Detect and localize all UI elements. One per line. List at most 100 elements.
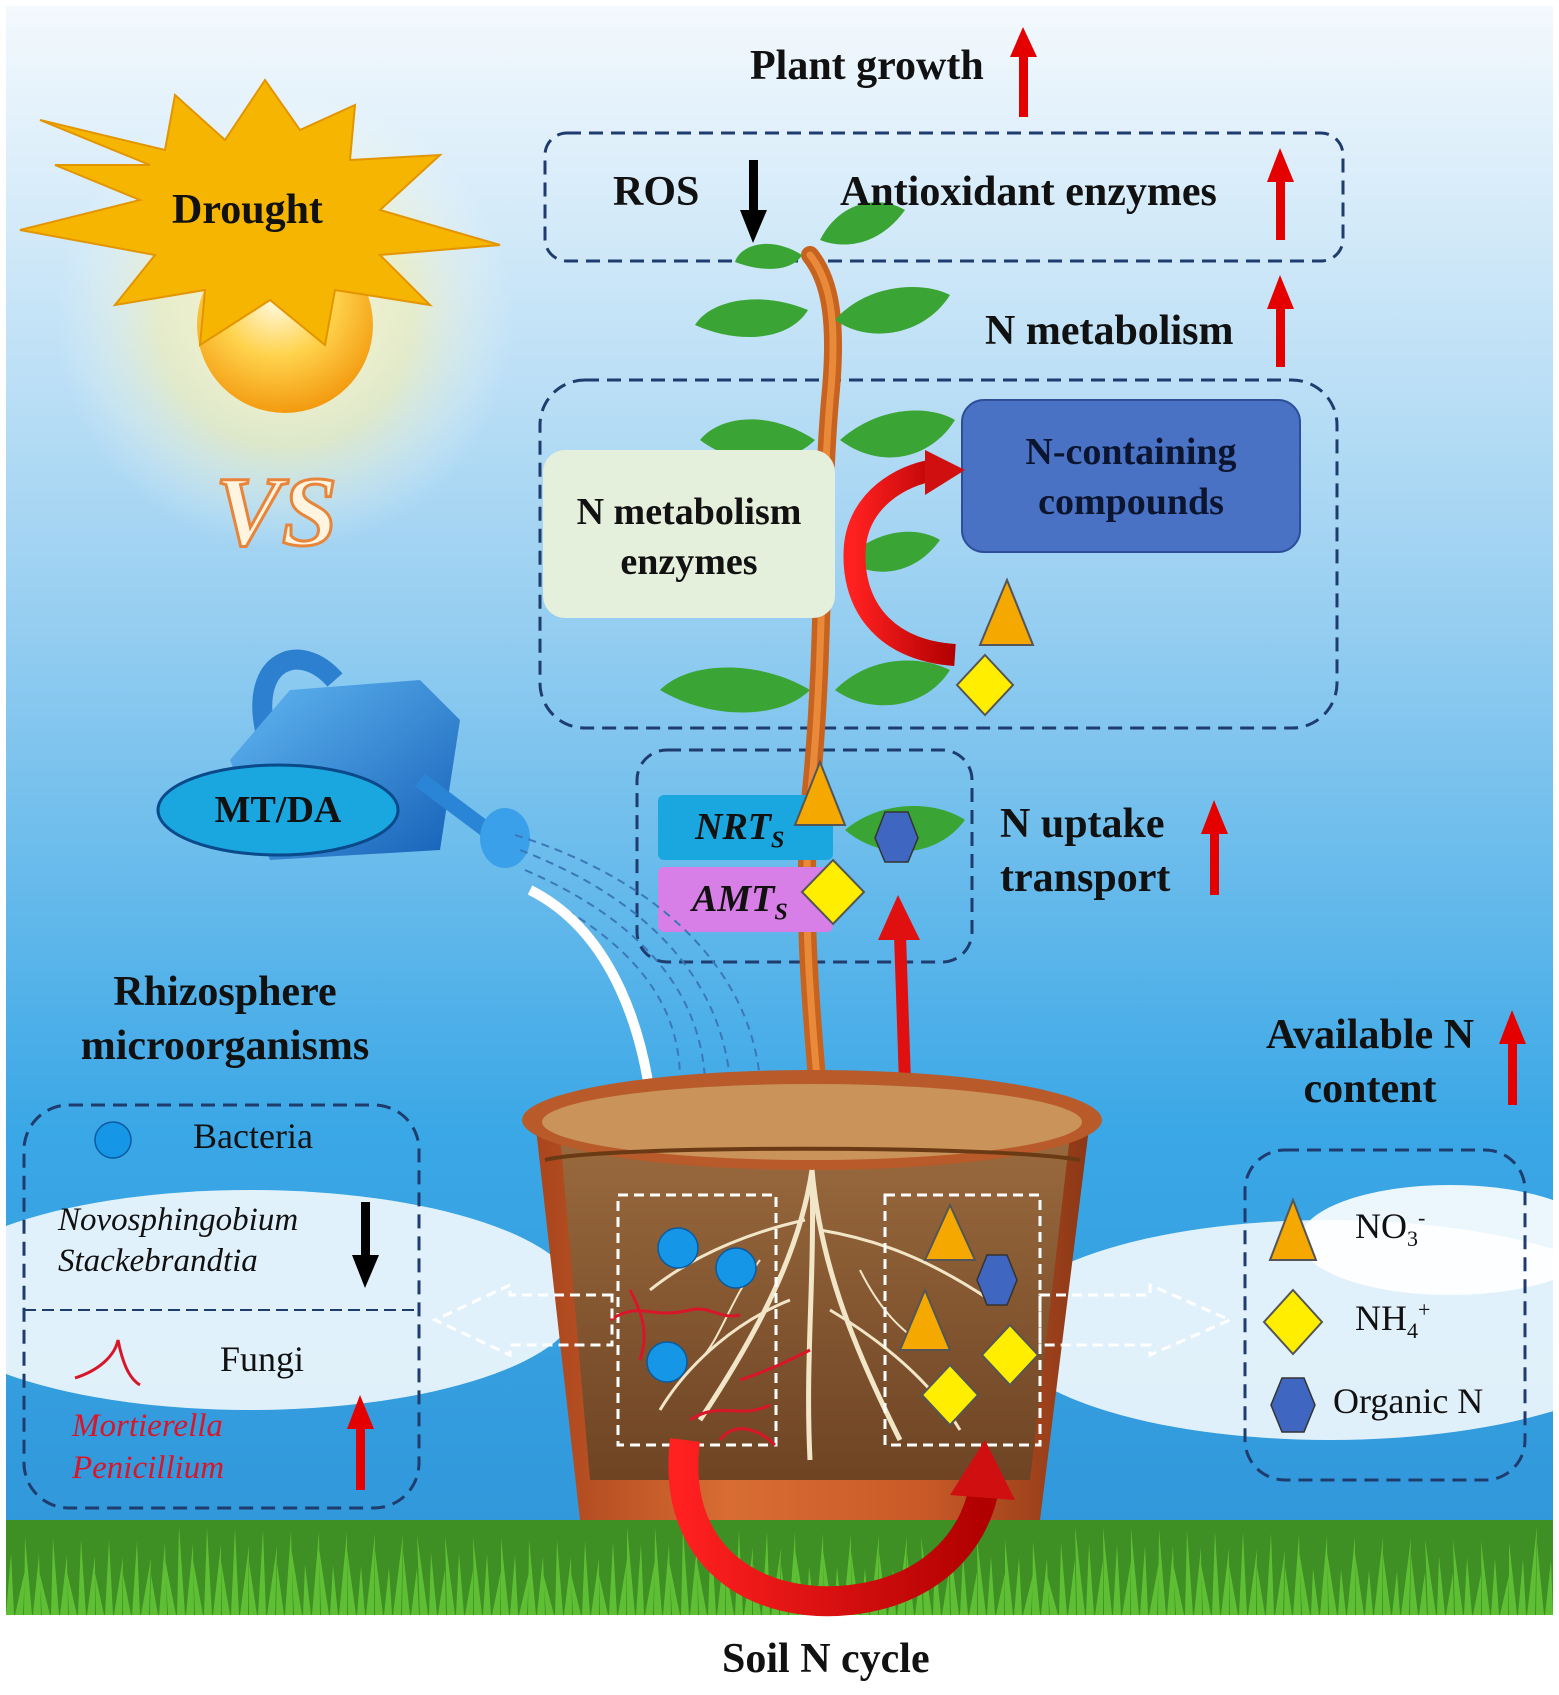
organic-n-legend-label: Organic N: [1333, 1381, 1484, 1421]
soil-cycle-arrowhead: [950, 1440, 1015, 1500]
leaf: [735, 243, 802, 269]
n-uptake-line-2: transport: [1000, 855, 1171, 901]
nh4-legend-label: NH4+: [1355, 1297, 1430, 1344]
fungi-hypha: [689, 1403, 771, 1422]
nh4-sub: 4: [1407, 1318, 1418, 1344]
no3-text: NO: [1355, 1206, 1407, 1246]
nh4-text: NH: [1355, 1298, 1407, 1338]
n-uptake-box: [635, 748, 974, 964]
plant-growth-up-arrow: [1010, 27, 1037, 117]
no3-legend-label: NO3-: [1355, 1205, 1425, 1252]
n-uptake-transport-label: N uptake transport: [1000, 797, 1170, 905]
nh4-diamond: [955, 653, 1015, 717]
fungi-hypha: [609, 1307, 741, 1322]
available-n-content-label: Available N content: [1240, 1008, 1500, 1116]
legend-nh4-diamond: [1262, 1288, 1324, 1356]
uptake-hexagon: [874, 811, 919, 863]
cloud-right-2: [1300, 1185, 1559, 1295]
rhizosphere-line-2: microorganisms: [80, 1023, 370, 1069]
pot-no3-triangle: [898, 1287, 952, 1351]
fungi-hypha: [739, 1348, 811, 1382]
ros-antioxidant-box: [543, 131, 1345, 263]
antioxidant-enzymes-label: Antioxidant enzymes: [840, 169, 1217, 215]
soil-n-cycle-label: Soil N cycle: [722, 1636, 930, 1682]
fungi-hypha: [718, 1427, 777, 1447]
sun-icon: [19, 78, 515, 550]
stackebrandtia-label: Stackebrandtia: [58, 1243, 258, 1279]
n-metabolism-enzymes-line-2: enzymes: [620, 541, 758, 583]
rhizosphere-line-1: Rhizosphere: [113, 969, 337, 1015]
pot-nh4-diamond: [980, 1323, 1040, 1387]
antioxidant-up-arrow: [1267, 148, 1294, 240]
leaf: [840, 410, 955, 458]
nrt-box: [658, 795, 833, 860]
nrt-sub: S: [771, 827, 785, 854]
n-metabolism-enzymes-label: N metabolism enzymes: [543, 487, 835, 587]
vs-label: VS: [215, 456, 337, 567]
legend-no3-triangle: [1268, 1197, 1318, 1261]
available-line-1: Available N: [1265, 1012, 1475, 1058]
nh4-sup: +: [1418, 1297, 1431, 1322]
mt-da-label: MT/DA: [214, 789, 342, 831]
novosphingobium-label: Novosphingobium: [58, 1202, 299, 1238]
nrt-label: NRTS: [695, 805, 784, 855]
cloud-left: [0, 1190, 580, 1410]
n-containing-line-2: compounds: [1038, 481, 1224, 523]
n-containing-compounds-label: N-containing compounds: [962, 427, 1300, 527]
leaf: [695, 299, 808, 337]
amt-sub: S: [774, 899, 788, 926]
uptake-diamond: [800, 858, 866, 926]
ros-label: ROS: [613, 169, 700, 215]
amt-label: AMTS: [692, 877, 788, 927]
nrt-text: NRT: [695, 806, 771, 848]
plant-growth-label: Plant growth: [750, 43, 984, 89]
bacteria-label: Bacteria: [193, 1116, 313, 1156]
n-containing-line-1: N-containing: [1025, 431, 1237, 473]
rhizosphere-title: Rhizosphere microorganisms: [40, 965, 410, 1073]
leaf: [845, 531, 940, 572]
bacteria-dot: [646, 1341, 688, 1383]
n-uptake-line-1: N uptake: [1000, 801, 1165, 847]
n-metabolism-enzymes-line-1: N metabolism: [576, 491, 802, 533]
available-n-up-arrow: [1499, 1010, 1526, 1105]
n-metabolism-box: [538, 378, 1339, 730]
bacteria-legend-dot: [94, 1121, 132, 1159]
leaf: [820, 202, 905, 245]
pot-organic-hexagon: [976, 1254, 1018, 1306]
n-metabolism-up-arrow: [1267, 275, 1294, 367]
mortierella-label: Mortierella: [72, 1408, 223, 1444]
bacteria-dot: [715, 1247, 757, 1289]
watering-can-icon: [156, 649, 761, 1081]
drought-label: Drought: [172, 187, 323, 233]
pot-no3-triangle: [923, 1202, 977, 1261]
no3-triangle: [978, 577, 1035, 646]
metabolism-curve-arrowhead: [925, 450, 965, 495]
leaf: [660, 667, 810, 713]
n-containing-compounds-box: [961, 399, 1301, 553]
legend-organic-hexagon: [1270, 1377, 1316, 1433]
n-metabolism-label: N metabolism: [985, 308, 1234, 354]
fungi-hypha: [628, 1289, 646, 1361]
n-forms-legend-box: [1243, 1148, 1527, 1482]
fungi-label: Fungi: [220, 1339, 305, 1379]
fungi-legend-icon: [74, 1339, 141, 1387]
no3-sup: -: [1418, 1205, 1426, 1230]
uptake-triangle: [793, 759, 847, 826]
leaf: [835, 287, 950, 334]
amt-text: AMT: [692, 878, 775, 920]
rhizosphere-box: [22, 1103, 421, 1510]
drought-starburst: [19, 78, 501, 347]
penicillium-label: Penicillium: [72, 1450, 225, 1486]
plant-icon: [660, 202, 965, 1179]
pot-nh4-diamond: [920, 1363, 980, 1427]
bacteria-down-arrow: [352, 1202, 379, 1288]
no3-sub: 3: [1407, 1226, 1418, 1252]
metabolism-curve-arrow: [843, 459, 957, 666]
soil-cycle-arrow: [668, 1438, 1000, 1617]
bacteria-dot: [657, 1227, 699, 1269]
amt-box: [658, 867, 833, 932]
n-metabolism-enzymes-box: [543, 450, 835, 618]
mt-da-ellipse: [156, 763, 400, 857]
leaf: [835, 660, 950, 706]
